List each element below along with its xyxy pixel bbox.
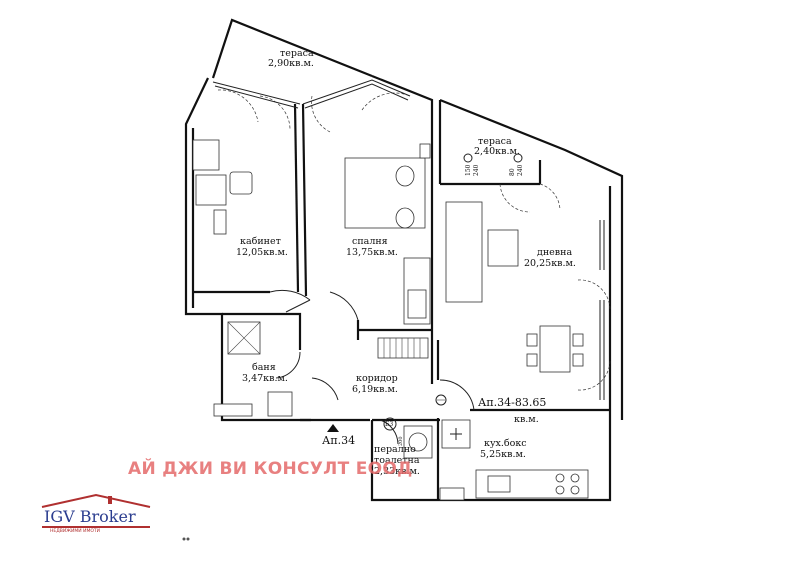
entrance-marker: Ап.34 [322,424,355,447]
corridor-name: коридор [356,373,398,384]
watermark-text: АЙ ДЖИ ВИ КОНСУЛТ ЕООД [128,459,413,479]
laundry-name-1: перално [374,444,416,455]
apartment-unit: кв.м. [514,414,539,425]
terrace-right-name: тераса [478,136,512,147]
interior-walls [193,103,610,500]
terrace-windows [212,79,605,400]
corridor-area: 6,19кв.м. [352,384,398,395]
logo-tagline: НЕДВИЖИМИ ИМОТИ [50,529,100,534]
bedroom-area: 13,75кв.м. [346,247,398,258]
logo-underline [42,526,150,528]
bath-fixtures [213,321,293,417]
terrace-top-area: 2,90кв.м. [268,58,314,69]
kitchen-area: 5,25кв.м. [480,449,526,460]
kitchen-name: кух.бокс [484,438,527,449]
window-mark-1: 150 [465,164,472,176]
living-name: дневна [537,247,572,258]
roof-icon [41,493,151,508]
apartment-label: Ап.34-83.65 [478,396,546,409]
logo-name: IGV Broker [44,507,136,526]
window-mark-2: 240 [473,164,480,176]
room-labels: тераса 2,90кв.м. тераса 2,40кв.м. кабине… [236,48,576,477]
window-marks: 150 240 80 240 [463,153,524,176]
terrace-top-name: тераса [280,48,314,59]
laundry-area: 2,33кв.м. [374,466,420,477]
office-area: 12,05кв.м. [236,247,288,258]
office-name: кабинет [240,236,281,247]
entrance-label: Ап.34 [322,434,355,447]
kitchen-fixtures [403,419,589,501]
bath-name: баня [252,362,276,373]
exterior-walls [184,18,624,502]
terrace-right-area: 2,40кв.м. [474,146,520,157]
door-swings [217,89,611,445]
igv-broker-logo: IGV Broker НЕДВИЖИМИ ИМОТИ [36,493,158,545]
bedroom-name: спалня [352,236,388,247]
corridor-wardrobe [377,337,429,359]
window-mark-3: 80 [509,168,516,176]
panel-symbol [435,394,447,406]
living-furniture [445,201,584,373]
boiler-label: Б3 [385,421,393,428]
living-area: 20,25кв.м. [524,258,576,269]
boiler-size: 200 [398,436,404,446]
window-mark-4: 240 [517,164,524,176]
boiler-mark: Б3 200 [383,417,404,446]
bedroom-furniture [344,143,431,325]
bath-area: 3,47кв.м. [242,373,288,384]
office-furniture [192,139,253,235]
laundry-name-2: тоалетна [374,455,420,466]
